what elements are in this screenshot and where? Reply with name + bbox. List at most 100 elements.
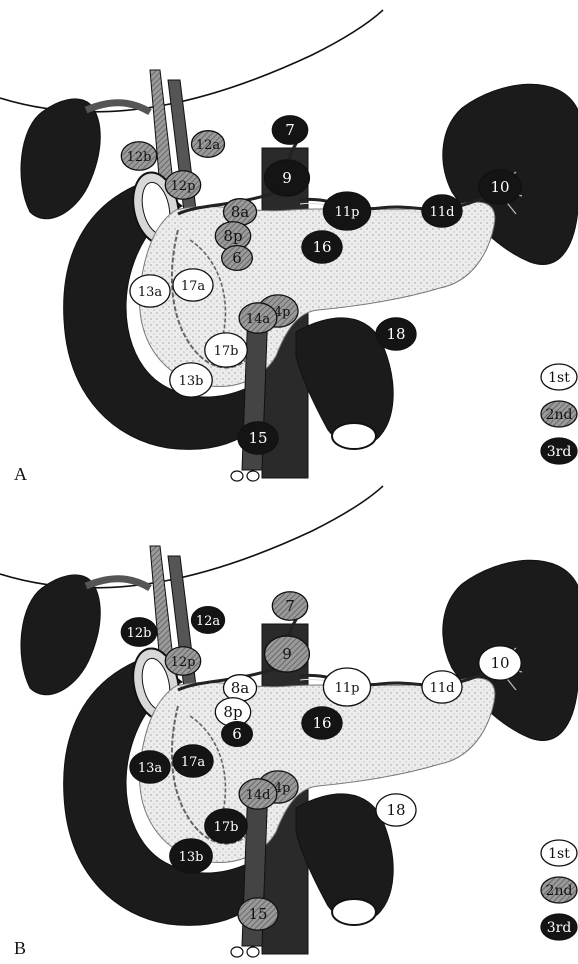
node-label: 8a [231,203,250,221]
lymph-node-18: 18 [376,794,416,826]
node-label: 6 [232,725,242,743]
vessel-cross-section-left [231,947,243,957]
node-label: 10 [490,178,509,196]
legend-3rd: 3rd [541,438,577,464]
liver-edge [0,10,383,112]
node-label: 6 [232,249,242,267]
node-label: 12b [127,626,152,641]
vessel-cross-section-right [247,471,259,481]
vessel-cross-section-left [231,471,243,481]
node-label: 16 [312,238,331,256]
lymph-node-9: 9 [265,636,310,672]
lymph-node-7: 7 [272,592,307,621]
vessel-cross-section-right [247,947,259,957]
jejunum-lumen [332,423,376,449]
lymph-node-12b: 12b [121,618,156,647]
node-label: 13b [179,850,204,865]
node-label: 9 [282,169,292,187]
node-label: 8a [231,679,250,697]
lymph-node-6: 6 [222,246,253,271]
lymph-node-14a: 14a [239,303,277,333]
node-label: 13a [138,761,163,776]
node-label: 15 [248,905,267,923]
node-label: 14a [246,312,271,327]
lymph-node-16: 16 [302,231,342,263]
node-label: 13a [138,285,163,300]
jejunum-lumen [332,899,376,925]
panel-b-label: B [14,938,26,959]
node-label: 18 [386,325,405,343]
node-label: 12a [196,138,221,153]
legend-label: 1st [548,846,570,862]
lymph-node-17a: 17a [173,269,213,301]
lymph-node-13b: 13b [170,839,212,873]
lymph-node-17a: 17a [173,745,213,777]
legend-2nd: 2nd [541,401,577,427]
lymph-node-15: 15 [238,898,278,930]
node-label: 12b [127,150,152,165]
liver-edge [0,486,383,588]
node-label: 11d [430,205,455,220]
lymph-node-11d: 11d [422,671,462,703]
lymph-node-12a: 12a [191,131,224,158]
lymph-node-12p: 12p [165,647,200,676]
lymph-node-11p: 11p [323,668,370,706]
lymph-node-10: 10 [479,170,521,204]
node-label: 11p [335,681,360,696]
lymph-node-13a: 13a [130,751,170,783]
node-label: 7 [285,121,295,139]
node-label: 8p [223,703,242,721]
legend-label: 2nd [546,883,573,899]
lymph-node-17b: 17b [205,333,247,367]
node-label: 18 [386,801,405,819]
legend-label: 3rd [547,920,572,936]
lymph-node-14d: 14d [239,779,277,809]
lymph-node-17b: 17b [205,809,247,843]
legend-1st: 1st [541,364,577,390]
lymph-node-11d: 11d [422,195,462,227]
node-label: 8p [223,227,242,245]
node-label: 11d [430,681,455,696]
legend-1st: 1st [541,840,577,866]
node-label: 17a [181,755,206,770]
node-label: 9 [282,645,292,663]
node-label: 7 [285,597,295,615]
gallbladder [21,99,100,219]
lymph-node-10: 10 [479,646,521,680]
panel-b-diagram: 12b12a12p798a8p11p11d1016613a17a14p14d18… [0,486,578,957]
lymph-node-11p: 11p [323,192,370,230]
legend-label: 1st [548,370,570,386]
node-label: 17a [181,279,206,294]
legend-2nd: 2nd [541,877,577,903]
lymph-node-12p: 12p [165,171,200,200]
legend-3rd: 3rd [541,914,577,940]
lymph-node-13a: 13a [130,275,170,307]
lymph-node-8a: 8a [223,199,256,226]
node-label: 15 [248,429,267,447]
lymph-node-7: 7 [272,116,307,145]
node-label: 14d [246,788,271,803]
lymph-node-18: 18 [376,318,416,350]
node-label: 17b [214,344,239,359]
lymph-node-16: 16 [302,707,342,739]
lymph-node-8a: 8a [223,675,256,702]
lymph-node-13b: 13b [170,363,212,397]
node-label: 17b [214,820,239,835]
lymph-node-12b: 12b [121,142,156,171]
lymph-node-6: 6 [222,722,253,747]
gallbladder [21,575,100,695]
lymph-node-15: 15 [238,422,278,454]
node-label: 12p [171,655,196,670]
lymph-node-12a: 12a [191,607,224,634]
lymph-node-9: 9 [265,160,310,196]
panel-a-label: A [14,464,27,485]
node-label: 12a [196,614,221,629]
legend-label: 2nd [546,407,573,423]
node-label: 12p [171,179,196,194]
node-label: 13b [179,374,204,389]
node-label: 16 [312,714,331,732]
node-label: 11p [335,205,360,220]
